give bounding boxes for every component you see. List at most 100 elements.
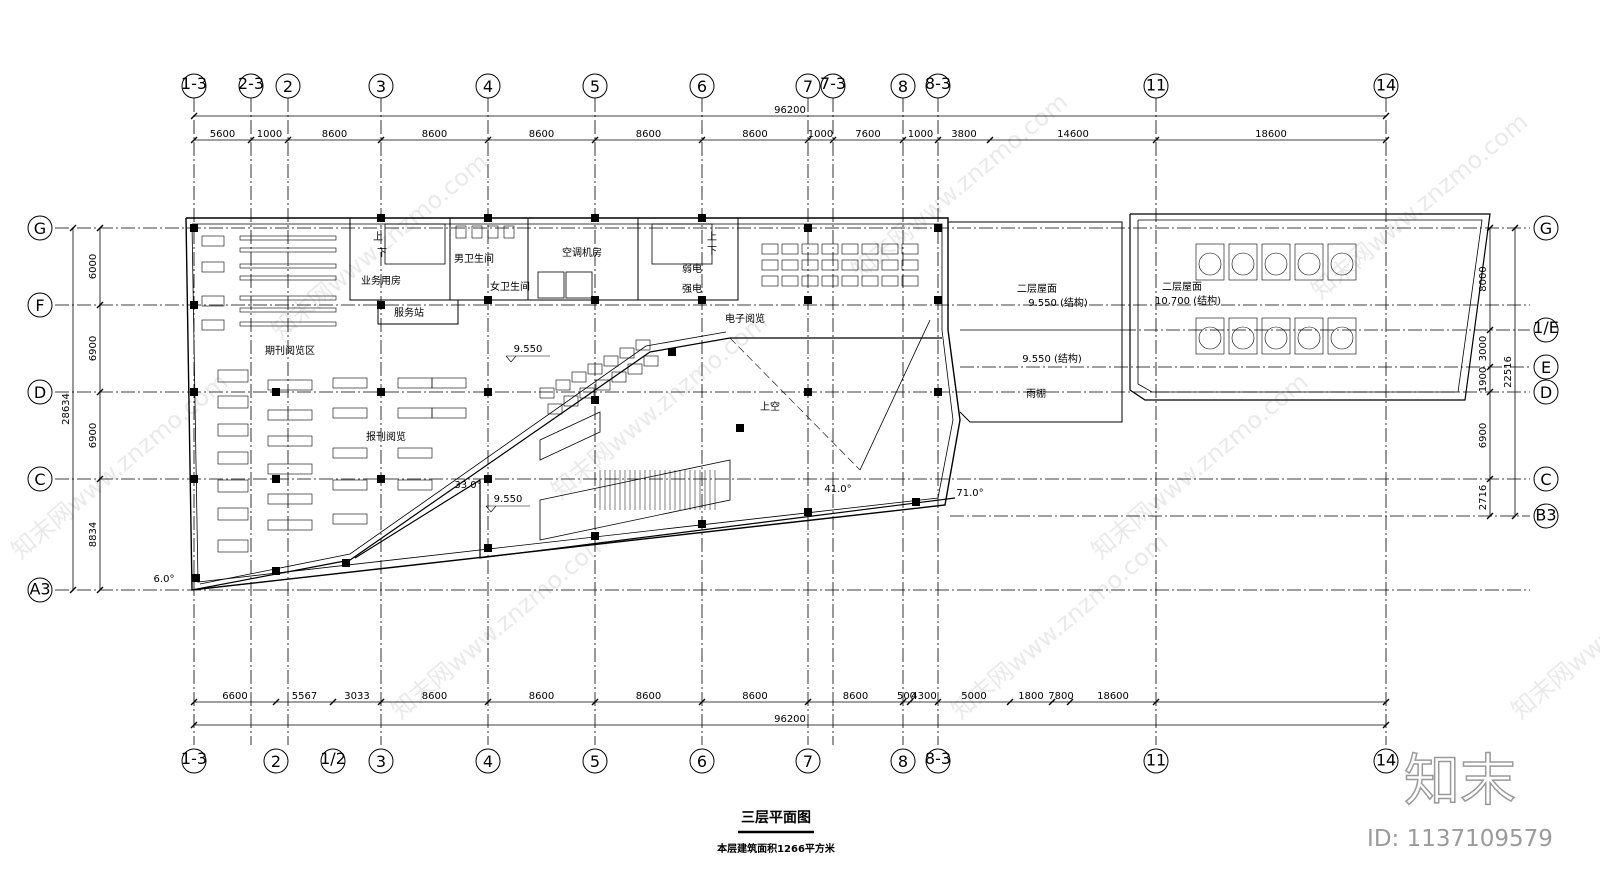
computer-desk bbox=[603, 355, 619, 367]
axis-bubble-label: C bbox=[1540, 470, 1551, 489]
dim-tick bbox=[1486, 512, 1494, 520]
rooftop-fan bbox=[1264, 326, 1288, 350]
axis-bubble-circle bbox=[689, 73, 715, 99]
axis-bubble-label: 14 bbox=[1376, 75, 1396, 94]
axis-bubble-label: 2-3 bbox=[238, 74, 264, 93]
inner-wall-outline bbox=[191, 223, 954, 583]
axis-bubble-circle bbox=[1533, 354, 1559, 380]
room-label: 强电 bbox=[682, 282, 702, 295]
column bbox=[698, 296, 706, 304]
axis-bubble-top: 2-3 bbox=[238, 73, 264, 99]
rooftop-unit bbox=[1327, 243, 1357, 281]
computer-desk bbox=[781, 275, 799, 287]
computer-desk bbox=[881, 275, 899, 287]
axis-bubble-label: 5 bbox=[590, 752, 600, 771]
axis-bubble-circle bbox=[263, 748, 289, 774]
dim-text: 5000 bbox=[961, 691, 986, 702]
room-label: 10.700 (结构) bbox=[1155, 294, 1221, 307]
dim-text: 6900 bbox=[88, 336, 99, 361]
rooftop-fan bbox=[1231, 326, 1255, 350]
axis-bubble-label: 8-3 bbox=[925, 74, 951, 93]
magazine-table bbox=[397, 447, 433, 459]
axis-bubble-circle bbox=[820, 73, 846, 99]
column bbox=[377, 475, 385, 483]
magazine-table bbox=[267, 519, 313, 531]
drawing-subtitle: 本层建筑面积1266平方米 bbox=[717, 842, 836, 855]
bookshelf bbox=[239, 247, 337, 253]
room-label: 报刊阅览 bbox=[366, 430, 406, 443]
escalator-down bbox=[539, 459, 731, 541]
rooftop-fan bbox=[1198, 252, 1222, 276]
column bbox=[377, 214, 385, 222]
axis-bubble-top: 7-3 bbox=[820, 73, 846, 99]
toilet-fixture bbox=[503, 225, 515, 239]
magazine-table bbox=[267, 409, 313, 421]
dim-tick bbox=[1048, 698, 1056, 706]
column bbox=[804, 296, 812, 304]
axis-bubble-circle bbox=[925, 73, 951, 99]
rooftop-fan bbox=[1297, 326, 1321, 350]
dim-tick bbox=[484, 136, 492, 144]
dim-text: 8000 bbox=[1478, 266, 1489, 291]
dim-text: 3000 bbox=[1478, 336, 1489, 361]
axis-bubble-circle bbox=[27, 577, 53, 603]
dim-tick bbox=[899, 698, 907, 706]
axis-bubble-circle bbox=[1533, 317, 1559, 343]
dim-text: 500 bbox=[897, 691, 916, 702]
bookshelf bbox=[239, 321, 337, 327]
column bbox=[484, 388, 492, 396]
column bbox=[342, 559, 350, 567]
rooftop-fan bbox=[1231, 252, 1255, 276]
computer-desk bbox=[901, 259, 919, 271]
room-label: 9.550 (结构) bbox=[1028, 296, 1088, 309]
axis-bubble-label: 5 bbox=[590, 77, 600, 96]
bookshelf bbox=[239, 307, 337, 313]
dim-left-total: 28634 bbox=[61, 224, 77, 594]
axis-bubble-top: 4 bbox=[475, 73, 501, 99]
axis-bubble-left: C bbox=[27, 466, 53, 492]
column bbox=[484, 544, 492, 552]
bookshelf bbox=[239, 263, 337, 269]
computer-desk bbox=[579, 387, 595, 399]
axis-bubble-label: 3 bbox=[376, 77, 386, 96]
room-label: 弱电 bbox=[682, 262, 702, 275]
column bbox=[804, 388, 812, 396]
room-label: 下 bbox=[707, 246, 717, 257]
axis-bubble-bottom: 2 bbox=[263, 748, 289, 774]
rooftop-unit bbox=[1195, 317, 1225, 355]
axis-bubble-top: 7 bbox=[795, 73, 821, 99]
axis-bubble-top: 11 bbox=[1143, 73, 1169, 99]
service-station bbox=[377, 299, 459, 325]
axis-bubble-circle bbox=[1373, 748, 1399, 774]
computer-desk bbox=[781, 259, 799, 271]
axis-bubble-label: 4 bbox=[483, 752, 493, 771]
elevator-1 bbox=[537, 271, 565, 299]
dim-tick bbox=[96, 224, 104, 232]
atrium-void-outline bbox=[354, 478, 956, 559]
rooftop-unit bbox=[1294, 317, 1324, 355]
magazine-table bbox=[397, 407, 433, 419]
dim-tick bbox=[377, 698, 385, 706]
dim-tick bbox=[591, 136, 599, 144]
axis-bubble-right: G bbox=[1533, 215, 1559, 241]
axis-bubble-label: 1-3 bbox=[181, 74, 207, 93]
column bbox=[484, 475, 492, 483]
dim-text: 8600 bbox=[322, 129, 347, 140]
axis-bubble-bottom: 6 bbox=[689, 748, 715, 774]
dim-tick bbox=[934, 136, 942, 144]
axis-bubble-bottom: 5 bbox=[582, 748, 608, 774]
dim-tick bbox=[1152, 136, 1160, 144]
dim-text: 1000 bbox=[257, 129, 282, 140]
level-triangle bbox=[505, 355, 517, 363]
column bbox=[591, 532, 599, 540]
ac-room bbox=[527, 217, 639, 301]
dim-tick bbox=[1486, 475, 1494, 483]
axis-bubble-top: 8-3 bbox=[925, 73, 951, 99]
structural-columns bbox=[190, 214, 942, 582]
reading-table bbox=[201, 235, 225, 247]
room-label: 业务用房 bbox=[361, 274, 401, 287]
reading-table bbox=[217, 451, 249, 465]
computer-desk bbox=[821, 259, 839, 271]
atrium-diagonal-edge bbox=[191, 337, 942, 591]
